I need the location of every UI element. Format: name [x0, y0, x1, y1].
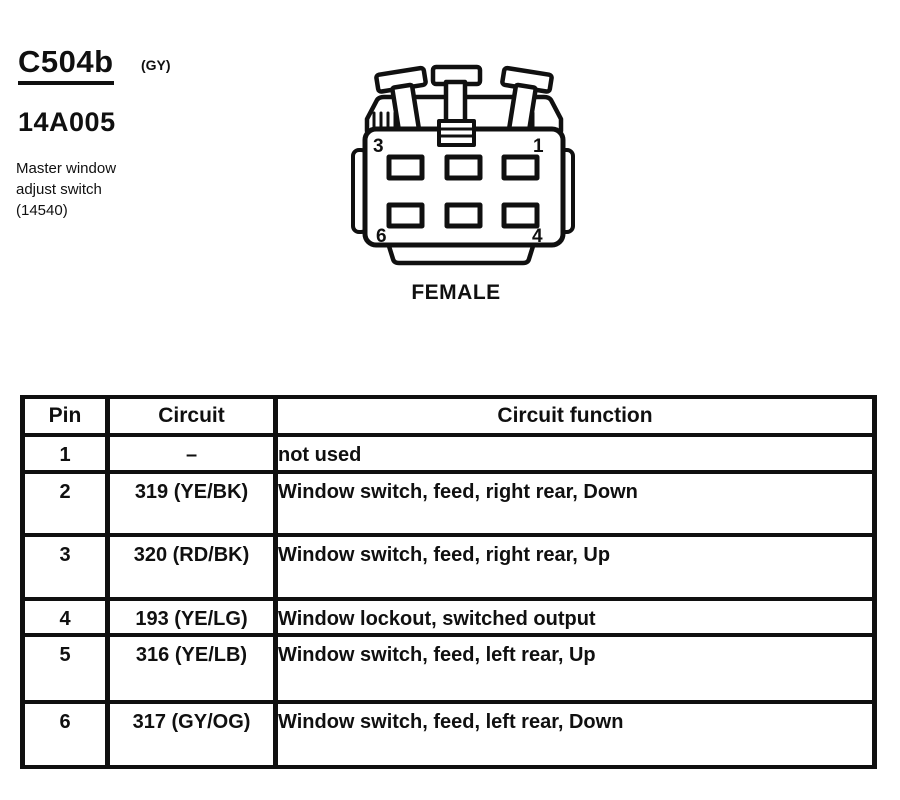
connector-color-code: (GY) [141, 57, 171, 73]
pin-cell: 1 [20, 433, 110, 474]
connector-gender-label: FEMALE [411, 281, 501, 304]
function-column-header: Circuit function [273, 395, 877, 437]
pin-cell: 3 [20, 533, 110, 601]
bottom-foot-shape [385, 240, 537, 266]
function-cell: Window switch, feed, left rear, Down [273, 700, 877, 769]
pin-cell: 6 [20, 700, 110, 769]
function-cell: Window lockout, switched output [273, 597, 877, 637]
description-line-3: (14540) [16, 202, 68, 219]
pinout-table: Pin Circuit Circuit function 1 – not use… [20, 395, 877, 769]
table-row: 2 319 (YE/BK) Window switch, feed, right… [20, 470, 877, 537]
connector-diagram: 3 1 6 4 [351, 64, 575, 266]
pin-cavity [386, 202, 425, 229]
table-row: 1 – not used [20, 433, 877, 474]
circuit-cell: 319 (YE/BK) [105, 470, 278, 537]
pin-cavity [501, 154, 540, 181]
pin-column-header: Pin [20, 395, 110, 437]
pin-cell: 4 [20, 597, 110, 637]
function-cell: Window switch, feed, right rear, Up [273, 533, 877, 601]
pin-cell: 5 [20, 633, 110, 704]
circuit-cell: 317 (GY/OG) [105, 700, 278, 769]
function-cell: Window switch, feed, left rear, Up [273, 633, 877, 704]
pin-cell: 2 [20, 470, 110, 537]
circuit-cell: 320 (RD/BK) [105, 533, 278, 601]
circuit-cell: 316 (YE/LB) [105, 633, 278, 704]
table-row: 3 320 (RD/BK) Window switch, feed, right… [20, 533, 877, 601]
table-row: 6 317 (GY/OG) Window switch, feed, left … [20, 700, 877, 769]
pin-cavity [386, 154, 425, 181]
pin-number-bottom-right: 4 [532, 226, 543, 247]
table-row: 4 193 (YE/LG) Window lockout, switched o… [20, 597, 877, 637]
pin-number-top-right: 1 [533, 136, 544, 157]
circuit-cell: 193 (YE/LG) [105, 597, 278, 637]
description-line-1: Master window [16, 160, 117, 177]
pin-cavity [444, 154, 483, 181]
pin-number-bottom-left: 6 [376, 226, 387, 247]
function-cell: not used [273, 433, 877, 474]
pin-cavity [444, 202, 483, 229]
pinout-table-container: Pin Circuit Circuit function 1 – not use… [20, 395, 877, 769]
pin-cavity [501, 202, 540, 229]
connector-id: C504b [18, 44, 114, 85]
circuit-column-header: Circuit [105, 395, 278, 437]
connector-description: Master window adjust switch (14540) [16, 158, 116, 221]
table-header-row: Pin Circuit Circuit function [20, 395, 877, 437]
part-number: 14A005 [18, 107, 116, 137]
circuit-cell: – [105, 433, 278, 474]
left-latch-tab-shape [374, 65, 428, 135]
latch-collar-shape [437, 119, 476, 147]
pin-number-top-left: 3 [373, 136, 384, 157]
center-latch-stem-shape [443, 79, 468, 127]
description-line-2: adjust switch [16, 181, 102, 198]
right-latch-tab-shape [500, 65, 554, 135]
table-row: 5 316 (YE/LB) Window switch, feed, left … [20, 633, 877, 704]
function-cell: Window switch, feed, right rear, Down [273, 470, 877, 537]
